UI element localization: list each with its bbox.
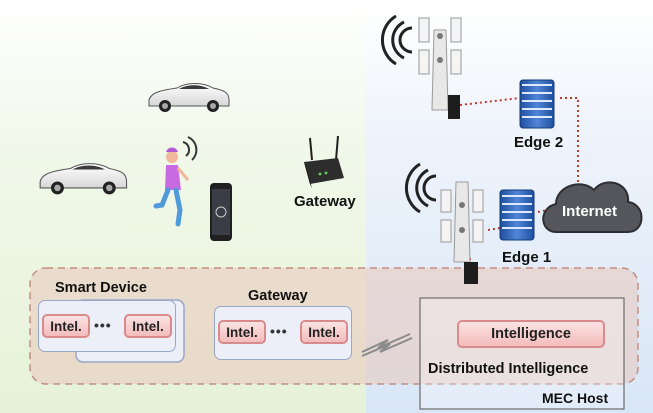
gateway-box-label: Gateway <box>248 288 308 304</box>
lightning-link-icon <box>361 333 413 357</box>
smartphone-icon <box>210 183 232 241</box>
server-rack-icon <box>499 189 535 241</box>
distributed-intelligence-label: Distributed Intelligence <box>428 361 589 377</box>
intel-chip: Intel. <box>42 314 90 338</box>
ellipsis-dots: ••• <box>94 317 112 333</box>
car-icon <box>148 83 230 112</box>
cell-tower-icon <box>440 181 484 284</box>
mec-host-label: MEC Host <box>542 390 609 406</box>
intel-chip: Intel. <box>300 320 348 344</box>
cloud-icon <box>542 181 643 233</box>
intelligence-chip: Intelligence <box>457 320 605 348</box>
smart-device-label: Smart Device <box>55 280 147 296</box>
intel-chip: Intel. <box>124 314 172 338</box>
edge2-label: Edge 2 <box>514 134 564 151</box>
person-walking-icon <box>153 147 190 227</box>
router-icon <box>304 135 344 188</box>
signal-waves-icon <box>404 162 437 214</box>
mec-host-box <box>419 297 625 410</box>
car-icon <box>39 163 128 195</box>
internet-label: Internet <box>562 203 618 220</box>
signal-waves-icon <box>182 136 198 161</box>
signal-waves-icon <box>380 14 413 66</box>
edge1-label: Edge 1 <box>502 249 552 266</box>
server-rack-icon <box>519 79 555 129</box>
ellipsis-dots: ••• <box>270 323 288 339</box>
intel-chip: Intel. <box>218 320 266 344</box>
cell-tower-icon <box>418 17 462 119</box>
gateway-device-label: Gateway <box>294 193 356 210</box>
